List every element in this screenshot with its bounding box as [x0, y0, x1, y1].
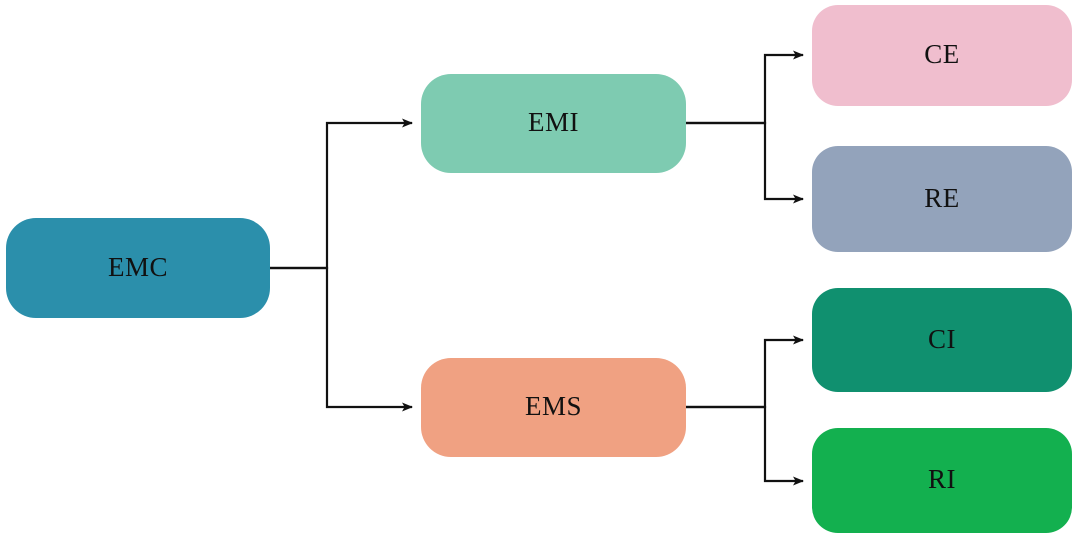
node-ci-label: CI: [928, 323, 956, 354]
node-ems[interactable]: EMS: [421, 358, 686, 457]
edge-emi-ce: [686, 50, 804, 125]
node-ri[interactable]: RI: [812, 428, 1072, 533]
node-emc-label: EMC: [107, 251, 168, 282]
edge-emc-ems: [270, 266, 413, 412]
node-ems-label: EMS: [524, 391, 583, 421]
edge-ems-ci: [686, 335, 804, 409]
node-ce-label: CE: [924, 39, 960, 69]
edge-emc-emi: [270, 118, 413, 270]
node-re-label: RE: [924, 182, 960, 213]
node-emi[interactable]: EMI: [421, 74, 686, 173]
node-ci[interactable]: CI: [812, 288, 1072, 392]
node-ce[interactable]: CE: [812, 5, 1072, 106]
node-ri-label: RI: [928, 464, 956, 494]
edge-ems-ri: [686, 405, 804, 486]
node-re[interactable]: RE: [812, 146, 1072, 252]
edge-emi-re: [686, 121, 804, 204]
node-emi-label: EMI: [528, 107, 579, 137]
node-emc[interactable]: EMC: [6, 218, 270, 318]
